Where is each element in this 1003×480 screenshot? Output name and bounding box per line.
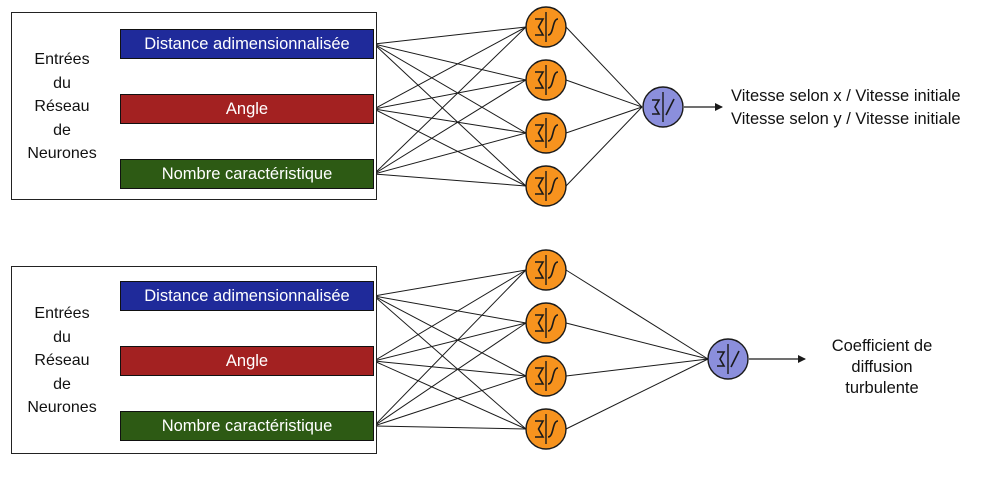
hidden-layer [525,6,567,207]
neural-network-diagram: Entrées du Réseau de Neurones Distance a… [0,0,1003,454]
hidden-layer [525,249,567,450]
inputs-title-line: du [53,328,71,346]
connection-line [565,269,709,360]
sum-linear-neuron-icon [707,338,749,380]
input-distance: Distance adimensionnalisée [120,281,374,311]
inputs-title-line: de [53,121,71,139]
network-panel-1: Entrées du Réseau de Neurones Distance a… [0,0,1003,230]
connection-line [373,79,527,175]
connection-line [373,425,527,430]
sum-sigmoid-neuron-icon [525,6,567,48]
output-label-line: diffusion [851,358,913,376]
inputs-title-line: Entrées [34,51,90,68]
sum-sigmoid-neuron-icon [525,408,567,450]
inputs-title-line: du [53,74,71,92]
sum-sigmoid-neuron-icon [525,302,567,344]
output-label-line: Coefficient de [831,337,933,355]
connection-line [373,269,527,362]
inputs-title: Entrées du Réseau de Neurones [20,48,104,166]
inputs-title-line: Neurones [27,399,97,416]
connection-line [565,26,643,108]
input-nombre-caracteristique: Nombre caractéristique [120,159,374,189]
input-angle: Angle [120,94,374,124]
sum-sigmoid-neuron-icon [525,355,567,397]
connection-line [373,43,527,187]
connection-line [565,358,709,430]
connection-line [565,79,643,108]
connection-line [565,106,643,187]
output-label-line: Vitesse selon y / Vitesse initiale [731,110,961,128]
connection-line [373,269,527,297]
connection-line [373,360,527,430]
connection-line [565,322,709,360]
connection-line [373,295,527,430]
connection-line [373,295,527,324]
input-angle: Angle [120,346,374,376]
network-1-graph [373,6,723,207]
connection-line [565,106,643,134]
connection-line [373,322,527,362]
sum-sigmoid-neuron-icon [525,249,567,291]
sum-sigmoid-neuron-icon [525,59,567,101]
output-label-line: turbulente [845,379,919,397]
hidden-output-connections [565,269,709,430]
inputs-title-line: Entrées [34,305,90,322]
connection-line [373,108,527,187]
connection-line [373,295,527,377]
connection-line [373,43,527,81]
input-hidden-connections [373,269,527,430]
connection-line [565,358,709,377]
inputs-title-line: de [53,375,71,393]
connection-line [373,26,527,110]
inputs-title-line: Neurones [27,145,97,162]
output-label-line: Vitesse selon x / Vitesse initiale [731,87,961,105]
network-2-graph [373,249,806,450]
inputs-title-line: Réseau [34,98,90,115]
sum-sigmoid-neuron-icon [525,165,567,207]
connection-line [373,173,527,187]
input-hidden-connections [373,26,527,187]
output-label: Coefficient de diffusion turbulente [812,336,952,399]
hidden-output-connections [565,26,643,187]
connection-line [373,132,527,175]
connection-line [373,108,527,134]
sum-sigmoid-neuron-icon [525,112,567,154]
inputs-title: Entrées du Réseau de Neurones [20,302,104,420]
connection-line [373,322,527,427]
connection-line [373,375,527,427]
sum-linear-neuron-icon [642,86,684,128]
network-panel-2: Entrées du Réseau de Neurones Distance a… [0,249,1003,480]
connection-line [373,26,527,175]
input-nombre-caracteristique: Nombre caractéristique [120,411,374,441]
connection-line [373,79,527,110]
connection-line [373,26,527,45]
connection-line [373,269,527,427]
inputs-title-line: Réseau [34,352,90,369]
input-distance: Distance adimensionnalisée [120,29,374,59]
connection-line [373,43,527,134]
connection-line [373,360,527,377]
